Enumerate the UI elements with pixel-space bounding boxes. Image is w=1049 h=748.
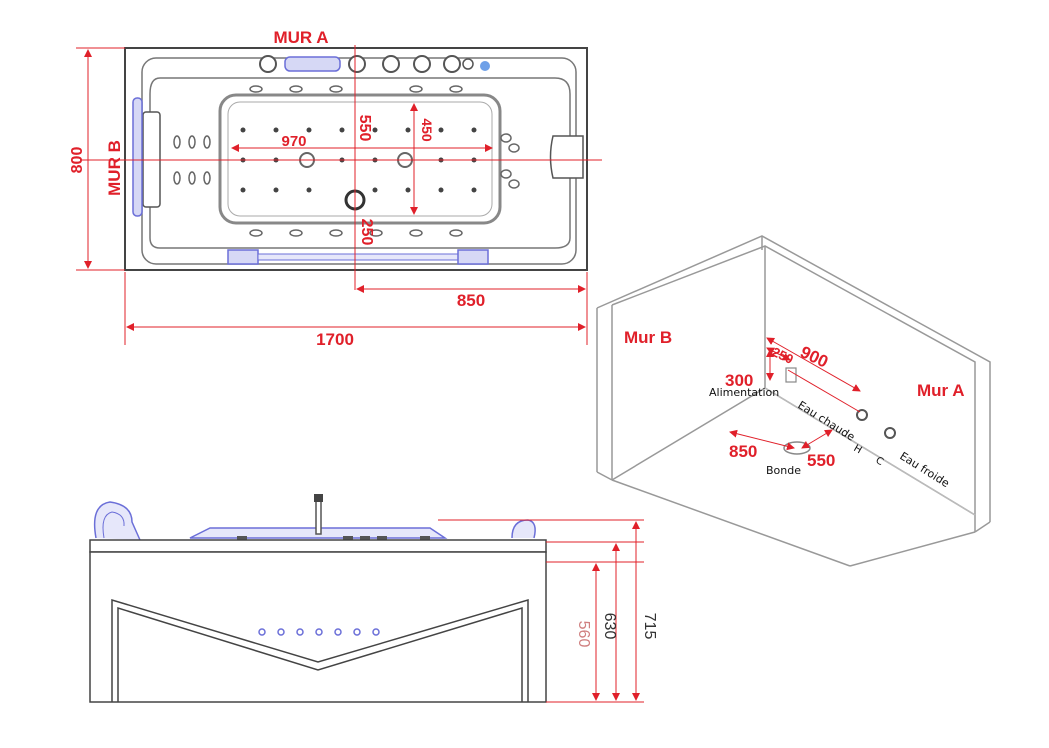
side-jets [173, 85, 520, 237]
side-body [89, 551, 547, 703]
tub-floor-inner [227, 101, 493, 217]
top-view: MUR A MUR B 800 970 550 450 250 850 1700 [69, 28, 602, 349]
control-knob-1 [259, 55, 277, 73]
apron-v-outline [111, 598, 529, 702]
dim-550-label: 550 [356, 115, 373, 142]
control-panel-bar [284, 56, 341, 72]
faucet-stem [315, 497, 322, 535]
dim-1700-label: 1700 [316, 330, 354, 349]
alimentation-label: Alimentation [709, 386, 779, 399]
bottom-handle-left [227, 249, 259, 265]
tub-outer-rim [124, 47, 588, 271]
dim-800-label: 800 [69, 147, 86, 174]
floor-jets [240, 127, 477, 193]
hot-water-tap [856, 409, 868, 421]
bottom-handle-right [457, 249, 489, 265]
grab-handle-left [132, 97, 143, 217]
side-rim [89, 539, 547, 553]
left-handle-loop [93, 501, 141, 541]
mur-b-label: MUR B [105, 140, 124, 196]
control-knob-4 [443, 55, 461, 73]
dim-715-label: 715 [641, 613, 658, 640]
pillow-right [549, 135, 584, 179]
control-knob-5 [462, 58, 474, 70]
side-view: 715 630 560 [89, 494, 658, 703]
dim-450-label: 450 [419, 118, 435, 142]
room-outline [596, 235, 991, 522]
dim-250-room-label: 250 [770, 344, 796, 367]
room-mur-b-label: Mur B [624, 328, 672, 347]
faucet-knob [348, 55, 366, 73]
indicator-light [480, 61, 490, 71]
control-knob-2 [382, 55, 400, 73]
tub-floor [218, 93, 502, 225]
dim-850-room-label: 850 [729, 442, 757, 461]
cold-tap-marker: C [874, 455, 886, 468]
dim-560-label: 560 [575, 621, 592, 648]
tub-basin-outline [149, 77, 571, 249]
dim-300-label: 300 [725, 371, 753, 390]
alimentation-box [785, 367, 797, 383]
bonde-label: Bonde [766, 464, 801, 477]
dim-970-label: 970 [281, 133, 306, 150]
dim-250-label: 250 [358, 219, 375, 246]
apron-lights [258, 628, 380, 636]
dim-630-label: 630 [601, 613, 618, 640]
dim-900-label: 900 [797, 342, 831, 371]
control-knob-3 [413, 55, 431, 73]
mur-a-label: MUR A [273, 28, 328, 47]
room-mur-a-label: Mur A [917, 381, 965, 400]
bottom-handle-bar [257, 253, 459, 261]
dim-550-room-label: 550 [807, 451, 835, 470]
room-view: Mur B Mur A 900 250 300 Alimentation Eau… [596, 235, 991, 567]
hot-tap-marker: H [852, 443, 864, 456]
dim-850-label: 850 [457, 291, 485, 310]
cold-water-tap [884, 427, 896, 439]
right-headrest-bump [511, 519, 536, 539]
